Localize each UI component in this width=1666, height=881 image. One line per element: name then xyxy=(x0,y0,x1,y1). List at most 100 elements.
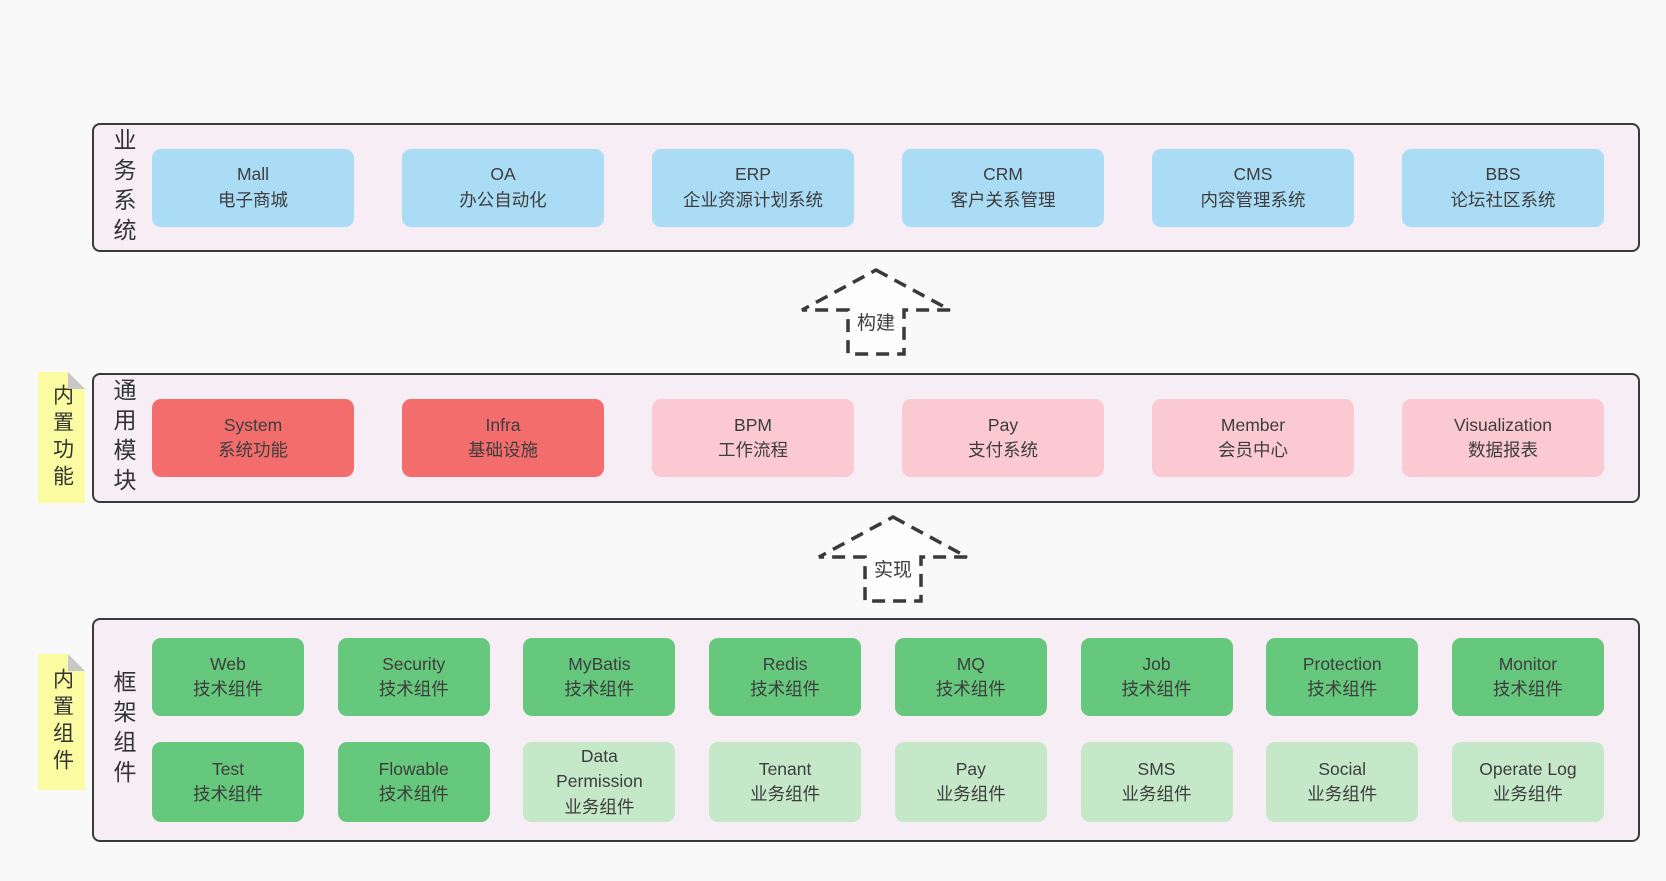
box-desc: 办公自动化 xyxy=(459,189,547,210)
box-name: Security xyxy=(382,653,446,674)
framework-box-operate-log: Operate Log 业务组件 xyxy=(1451,742,1604,822)
box-name: CMS xyxy=(1233,164,1273,185)
modules-boxes-row: System 系统功能 Infra 基础设施 BPM 工作流程 Pay 支付系统… xyxy=(152,375,1604,501)
box-desc: 技术组件 xyxy=(193,679,263,699)
box-desc: 客户关系管理 xyxy=(950,189,1056,210)
framework-box-mybatis: MyBatis 技术组件 xyxy=(523,638,676,716)
box-desc: 工作流程 xyxy=(718,440,788,460)
box-name: Redis xyxy=(762,653,808,674)
framework-box-sms: SMS 业务组件 xyxy=(1080,742,1233,822)
panel-common-modules: 通用模块 System 系统功能 Infra 基础设施 BPM 工作流程 Pay… xyxy=(92,373,1640,503)
module-box-system: System 系统功能 xyxy=(152,399,354,477)
framework-box-redis: Redis 技术组件 xyxy=(709,638,862,716)
note-text: 内置组件 xyxy=(50,668,74,776)
box-desc: 技术组件 xyxy=(378,784,449,804)
box-name: Operate Log xyxy=(1479,758,1577,779)
dashed-up-arrow-shape xyxy=(818,515,968,603)
framework-box-security: Security 技术组件 xyxy=(337,638,490,716)
note-text: 内置功能 xyxy=(50,383,74,492)
business-box-bbs: BBS 论坛社区系统 xyxy=(1402,148,1604,227)
box-name: Test xyxy=(211,758,245,779)
box-name: Pay xyxy=(987,414,1019,435)
implement-arrow-label: 实现 xyxy=(874,559,912,581)
business-box-oa: OA 办公自动化 xyxy=(402,148,604,227)
framework-box-mq: MQ 技术组件 xyxy=(894,638,1047,716)
box-desc: 技术组件 xyxy=(1121,679,1192,699)
box-name: Monitor xyxy=(1498,653,1558,674)
box-name: Infra xyxy=(485,414,521,435)
box-desc: 系统功能 xyxy=(218,440,288,460)
panel-business-systems: 业务系统 Mall 电子商城 OA 办公自动化 ERP 企业资源计划系统 CRM… xyxy=(92,123,1640,252)
box-desc: 业务组件 xyxy=(1307,784,1378,804)
box-desc: 技术组件 xyxy=(750,679,821,699)
note-built-in-components: 内置组件 xyxy=(38,654,85,790)
box-name: Mall xyxy=(236,164,270,185)
module-box-bpm: BPM 工作流程 xyxy=(652,399,854,477)
framework-box-tenant: Tenant 业务组件 xyxy=(709,742,862,822)
box-name: Job xyxy=(1142,653,1171,674)
box-desc: 基础设施 xyxy=(468,440,538,460)
business-box-cms: CMS 内容管理系统 xyxy=(1152,148,1354,227)
module-box-visualization: Visualization 数据报表 xyxy=(1402,399,1604,477)
box-name: ERP xyxy=(735,164,771,185)
box-desc: 业务组件 xyxy=(750,784,821,804)
box-desc: 论坛社区系统 xyxy=(1450,189,1556,210)
box-desc: 业务组件 xyxy=(935,784,1006,804)
framework-box-test: Test 技术组件 xyxy=(152,742,304,822)
box-name: Social xyxy=(1318,758,1367,779)
panel-business-title: 业务系统 xyxy=(110,127,136,248)
box-name: BBS xyxy=(1485,164,1521,185)
box-name: SMS xyxy=(1137,758,1176,779)
box-name: Pay xyxy=(955,758,986,779)
framework-box-protection: Protection 技术组件 xyxy=(1266,638,1419,716)
box-desc: 业务组件 xyxy=(564,796,635,817)
box-name: MQ xyxy=(956,653,985,674)
implement-arrow: 实现 xyxy=(818,515,968,603)
module-box-member: Member 会员中心 xyxy=(1152,399,1354,477)
framework-box-data-permission: Data Permission 业务组件 xyxy=(523,742,676,822)
business-box-erp: ERP 企业资源计划系统 xyxy=(652,148,854,227)
framework-box-web: Web 技术组件 xyxy=(152,638,304,716)
box-name: OA xyxy=(490,164,516,185)
box-desc: 业务组件 xyxy=(1121,784,1192,804)
note-fold-corner xyxy=(68,372,85,389)
business-box-crm: CRM 客户关系管理 xyxy=(902,148,1104,227)
panel-framework-title: 框架组件 xyxy=(110,670,136,790)
box-desc: 业务组件 xyxy=(1492,784,1563,804)
box-desc: 技术组件 xyxy=(1492,679,1563,699)
box-desc: 电子商城 xyxy=(218,189,288,210)
box-name: CRM xyxy=(983,164,1023,185)
box-desc: 数据报表 xyxy=(1468,440,1538,460)
module-box-infra: Infra 基础设施 xyxy=(402,399,604,477)
business-box-mall: Mall 电子商城 xyxy=(152,148,354,227)
box-desc: 技术组件 xyxy=(378,679,449,699)
box-name: Tenant xyxy=(758,758,812,779)
box-desc: 技术组件 xyxy=(935,679,1006,699)
box-name: Member xyxy=(1220,414,1286,435)
build-arrow: 构建 xyxy=(801,268,951,356)
box-name: Flowable xyxy=(378,758,449,779)
box-desc: 企业资源计划系统 xyxy=(683,189,823,210)
box-name: Protection xyxy=(1302,653,1382,674)
note-built-in-features: 内置功能 xyxy=(38,372,85,503)
box-desc: 技术组件 xyxy=(564,679,635,699)
framework-row-1: Web 技术组件 Security 技术组件 MyBatis 技术组件 Redi… xyxy=(152,638,1604,716)
framework-box-monitor: Monitor 技术组件 xyxy=(1451,638,1604,716)
module-box-pay: Pay 支付系统 xyxy=(902,399,1104,477)
box-desc: 会员中心 xyxy=(1218,440,1288,460)
framework-box-flowable: Flowable 技术组件 xyxy=(337,742,490,822)
note-fold-corner xyxy=(68,654,85,671)
framework-box-social: Social 业务组件 xyxy=(1266,742,1419,822)
box-desc: 支付系统 xyxy=(968,440,1038,460)
box-desc: 技术组件 xyxy=(193,784,263,804)
business-boxes-row: Mall 电子商城 OA 办公自动化 ERP 企业资源计划系统 CRM 客户关系… xyxy=(152,125,1604,250)
framework-box-pay: Pay 业务组件 xyxy=(894,742,1047,822)
box-name: BPM xyxy=(734,414,772,435)
panel-framework-components: 框架组件 Web 技术组件 Security 技术组件 MyBatis 技术组件… xyxy=(92,618,1640,842)
box-name: System xyxy=(223,414,283,435)
build-arrow-label: 构建 xyxy=(857,312,895,334)
panel-modules-title: 通用模块 xyxy=(110,378,136,498)
box-name: Data Permission xyxy=(556,745,643,792)
box-name: Web xyxy=(210,653,246,674)
box-desc: 技术组件 xyxy=(1307,679,1378,699)
